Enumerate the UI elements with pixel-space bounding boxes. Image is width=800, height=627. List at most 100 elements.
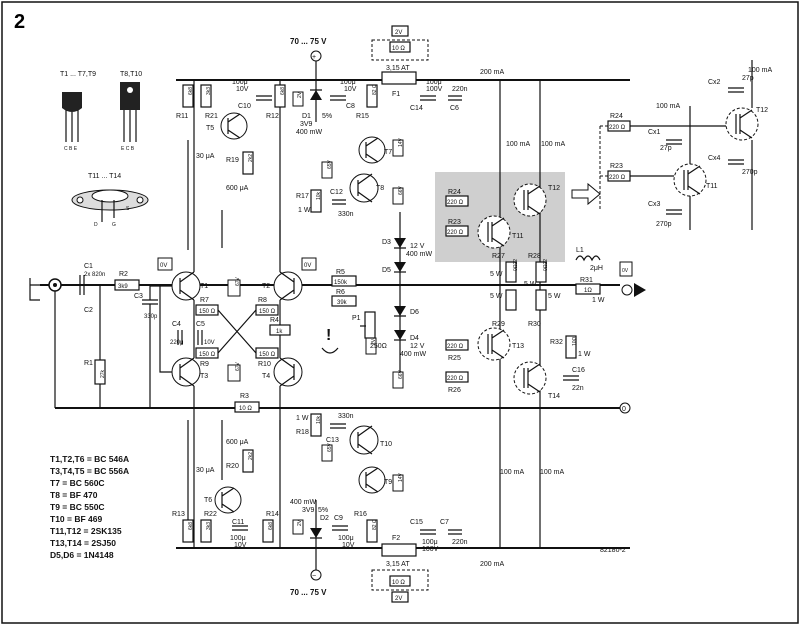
svg-text:67V: 67V xyxy=(235,276,241,286)
svg-text:T14: T14 xyxy=(548,393,560,400)
r24: R24 220 Ω xyxy=(445,189,469,207)
svg-text:C8: C8 xyxy=(346,103,355,110)
svg-text:F1: F1 xyxy=(392,91,400,98)
svg-text:27k: 27k xyxy=(100,369,106,378)
svg-text:1k: 1k xyxy=(276,329,283,335)
svg-text:S: S xyxy=(126,206,130,212)
r7-r10: R7 150 Ω R8 150 Ω R9 150 Ω R10 150 Ω xyxy=(195,297,279,368)
svg-text:150 Ω: 150 Ω xyxy=(199,352,216,358)
svg-text:0V: 0V xyxy=(304,263,311,269)
svg-text:R4: R4 xyxy=(270,317,279,324)
svg-text:R26: R26 xyxy=(448,387,461,394)
svg-text:10Ω: 10Ω xyxy=(572,336,578,346)
svg-text:270p: 270p xyxy=(742,169,758,176)
svg-text:R25: R25 xyxy=(448,355,461,362)
svg-text:3V9: 3V9 xyxy=(300,121,313,128)
svg-text:330p: 330p xyxy=(144,314,158,320)
svg-text:T1: T1 xyxy=(200,283,208,290)
diode-d3: D3 12 V 400 mW xyxy=(382,212,432,300)
svg-text:400 mW: 400 mW xyxy=(400,351,426,358)
svg-text:T5: T5 xyxy=(206,125,214,132)
r16: R16 82 Ω xyxy=(354,511,378,543)
supply-top-label: 70 ... 75 V xyxy=(290,37,327,46)
current-200ma-top: 200 mA xyxy=(480,69,504,76)
svg-text:C2: C2 xyxy=(84,307,93,314)
transistor-t10: T10 xyxy=(349,425,392,455)
current-100ma-bot-b: 100 mA xyxy=(540,469,564,476)
svg-text:C10: C10 xyxy=(238,103,251,110)
svg-text:3k3: 3k3 xyxy=(206,87,212,95)
svg-text:3k3: 3k3 xyxy=(206,522,212,530)
transistor-t6: T6 xyxy=(204,486,242,514)
svg-text:T12: T12 xyxy=(548,185,560,192)
current-100ma-top-b: 100 mA xyxy=(541,141,565,148)
svg-text:C11: C11 xyxy=(232,519,244,526)
r5-r6: R5 150k R6 39k xyxy=(331,269,357,307)
to3-package: T11 ... T14 D G S xyxy=(71,173,149,228)
svg-text:82 Ω: 82 Ω xyxy=(372,519,378,530)
r19: R19 2k2 xyxy=(226,151,254,175)
svg-text:1 W: 1 W xyxy=(578,351,591,358)
svg-text:C13: C13 xyxy=(326,437,339,444)
ground-terminal xyxy=(619,402,631,414)
svg-text:T1 ... T7,T9: T1 ... T7,T9 xyxy=(60,71,96,78)
svg-text:0V: 0V xyxy=(160,263,167,269)
transistor-t7: T7 xyxy=(358,136,392,164)
svg-text:220n: 220n xyxy=(452,86,468,93)
svg-text:220n: 220n xyxy=(452,539,468,546)
svg-text:R21: R21 xyxy=(205,113,218,120)
svg-text:12 V: 12 V xyxy=(410,243,425,250)
svg-text:T9: T9 xyxy=(384,479,392,486)
transistor-t5: T5 xyxy=(206,112,248,140)
svg-text:R8: R8 xyxy=(258,297,267,304)
legend-line-6: T10 = BF 469 xyxy=(50,514,102,524)
svg-text:2V4: 2V4 xyxy=(371,336,377,345)
svg-text:220 Ω: 220 Ω xyxy=(447,230,464,236)
svg-text:10V: 10V xyxy=(344,86,357,93)
svg-text:C5: C5 xyxy=(196,321,205,328)
svg-text:R20: R20 xyxy=(226,463,239,470)
c10: 100μ 10V C10 xyxy=(232,79,272,110)
svg-text:Cx1: Cx1 xyxy=(648,129,661,136)
transistor-t4: T4 xyxy=(262,357,303,387)
svg-text:R27: R27 xyxy=(492,253,505,260)
r1: R1 27k xyxy=(84,285,106,408)
svg-text:100 mA: 100 mA xyxy=(656,103,680,110)
svg-text:T4: T4 xyxy=(262,373,270,380)
top-supply-terminal xyxy=(310,50,322,62)
svg-text:10 Ω: 10 Ω xyxy=(239,406,252,412)
fet-t11: T11 xyxy=(477,215,524,249)
svg-text:C1: C1 xyxy=(84,263,93,270)
current-600ua-top: 600 μA xyxy=(226,185,249,192)
svg-text:C B E: C B E xyxy=(64,146,78,152)
fet-t13: T13 xyxy=(477,327,524,361)
legend-line-1: T1,T2,T6 = BC 546A xyxy=(50,454,129,464)
svg-text:10 Ω: 10 Ω xyxy=(392,46,405,52)
svg-text:C12: C12 xyxy=(330,189,343,196)
fuse-f2: F2 3,15 AT 10 Ω 2V xyxy=(371,535,429,603)
svg-text:R24: R24 xyxy=(448,189,461,196)
svg-text:R16: R16 xyxy=(354,511,367,518)
svg-text:330n: 330n xyxy=(338,413,354,420)
output-arrow-icon xyxy=(634,283,646,297)
svg-text:D6: D6 xyxy=(410,309,419,316)
svg-text:5 W: 5 W xyxy=(490,271,503,278)
svg-text:100 mA: 100 mA xyxy=(748,67,772,74)
svg-text:220 Ω: 220 Ω xyxy=(447,200,464,206)
bottom-supply-terminal xyxy=(310,569,322,581)
svg-text:150 Ω: 150 Ω xyxy=(259,309,276,315)
svg-text:14V: 14V xyxy=(398,137,404,147)
c3: C3 330p xyxy=(134,285,158,408)
svg-text:Cx4: Cx4 xyxy=(708,155,721,162)
svg-text:220 Ω: 220 Ω xyxy=(609,125,626,131)
svg-text:66V: 66V xyxy=(398,369,404,379)
r3: R3 10 Ω xyxy=(234,393,260,413)
svg-text:82 Ω: 82 Ω xyxy=(372,84,378,95)
svg-text:10V: 10V xyxy=(236,86,249,93)
svg-text:R19: R19 xyxy=(226,157,239,164)
svg-text:6k8: 6k8 xyxy=(268,522,274,530)
svg-text:R18: R18 xyxy=(296,429,309,436)
svg-text:T11: T11 xyxy=(512,233,524,240)
svg-text:R1: R1 xyxy=(84,360,93,367)
